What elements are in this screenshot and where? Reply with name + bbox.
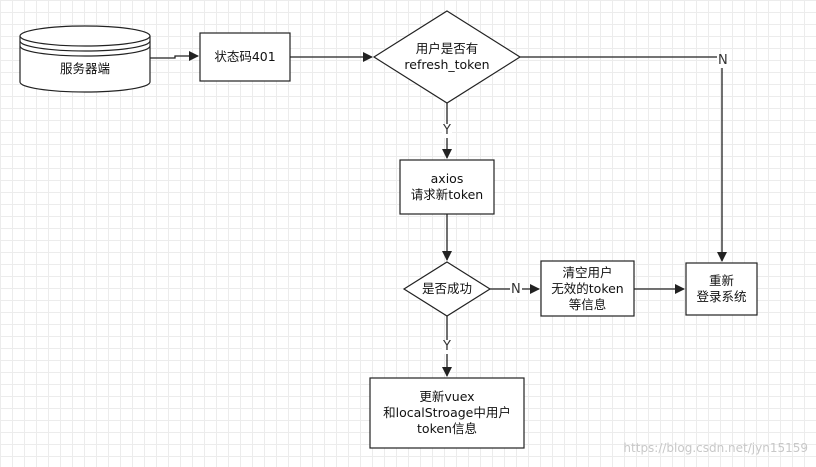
edge-server-to-status (150, 51, 199, 61)
clear-line2: 无效的token (551, 280, 624, 296)
clear-line3: 等信息 (568, 296, 607, 312)
edge-label-yes-update: Y (442, 339, 452, 354)
update-line1: 更新vuex (419, 389, 475, 404)
status-code-text: 状态码401 (214, 49, 276, 64)
clear-token-label: 清空用户 无效的token 等信息 (541, 261, 634, 316)
has-refresh-token-line2: refresh_token (404, 57, 490, 72)
relogin-line1: 重新 (708, 273, 734, 288)
watermark: https://blog.csdn.net/jyn15159 (623, 441, 808, 455)
success-text: 是否成功 (421, 281, 472, 296)
edge-decision-no-to-relogin (520, 56, 727, 262)
update-token-label: 更新vuex 和localStroage中用户 token信息 (370, 378, 524, 448)
edge-label-yes-axios: Y (442, 123, 452, 138)
server-label: 服务器端 (20, 46, 150, 92)
clear-token-box (540, 260, 635, 317)
server-cylinder (19, 25, 151, 93)
edge-label-no-clear: N (510, 282, 522, 297)
axios-request-box (399, 159, 495, 215)
axios-line2: 请求新token (410, 187, 484, 202)
server-text: 服务器端 (59, 61, 110, 76)
update-line3: token信息 (417, 421, 477, 436)
has-refresh-token-line1: 用户是否有 (415, 41, 479, 56)
relogin-label: 重新 登录系统 (686, 263, 757, 315)
axios-line1: axios (430, 171, 464, 186)
status-code-label: 状态码401 (200, 33, 290, 81)
update-token-box (369, 377, 525, 449)
update-line2: 和localStroage中用户 (383, 405, 511, 420)
axios-request-label: axios 请求新token (400, 160, 494, 214)
clear-line1: 清空用户 (562, 264, 613, 280)
has-refresh-token-label: 用户是否有 refresh_token (384, 37, 510, 77)
relogin-line2: 登录系统 (696, 289, 747, 304)
success-label: 是否成功 (404, 280, 490, 298)
edge-label-no-relogin: N (717, 53, 729, 68)
relogin-box (685, 262, 758, 316)
